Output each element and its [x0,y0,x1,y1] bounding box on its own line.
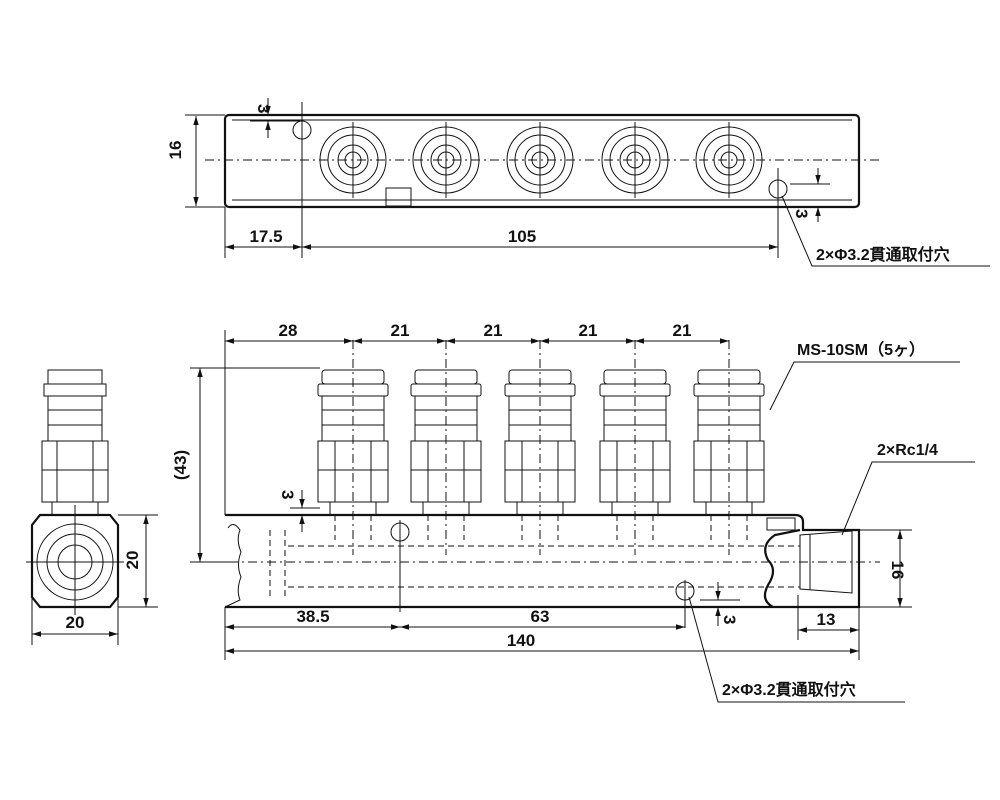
top-view-body [223,113,861,209]
top-mount-hole-left [292,120,312,140]
coupler-label: MS-10SM（5ヶ） [797,341,925,359]
top-coupler-5 [695,122,763,198]
top-hole-label: 2×Φ3.2貫通取付穴 [816,245,950,264]
dim-front-28: 28 [279,321,298,340]
front-view-body [225,513,861,609]
side-body [30,513,120,609]
dim-top-16: 16 [166,141,185,160]
front-coupler-3 [504,340,576,555]
dim-top-3: 3 [254,104,273,113]
dim-top-3-right: 3 [792,209,811,218]
top-coupler-3 [506,122,574,198]
front-coupler-2 [410,340,482,555]
front-coupler-4 [599,340,671,555]
dim-front-43: (43) [171,450,190,480]
dim-front-21-c: 21 [579,321,598,340]
dim-front-38-5: 38.5 [296,607,329,626]
dim-front-21-b: 21 [484,321,503,340]
front-rc-port [799,530,853,594]
top-coupler-2 [412,122,480,198]
dim-front-63: 63 [531,607,550,626]
dim-front-3-left: 3 [278,490,297,499]
top-view: 3 16 3 17.5 105 2×Φ3.2貫通取付穴 [166,98,990,267]
dim-front-3-bottom: 3 [720,615,739,624]
side-coupler [41,369,109,515]
dim-side-20-h: 20 [123,551,142,570]
dim-front-140: 140 [507,631,535,650]
dim-front-16: 16 [888,561,907,580]
front-view: 28 21 21 21 21 (43) 3 16 38.5 63 140 13 … [171,321,975,703]
top-mount-hole-right [768,179,788,199]
port-label: 2×Rc1/4 [877,442,938,459]
dim-front-13: 13 [817,610,836,629]
dim-top-17-5: 17.5 [249,227,282,246]
side-view: 20 20 [26,369,158,645]
dim-side-20-w: 20 [66,613,85,632]
front-hole-label: 2×Φ3.2貫通取付穴 [722,680,856,699]
front-coupler-5 [693,340,765,555]
dim-top-105: 105 [508,227,536,246]
front-coupler-1 [317,340,389,555]
dim-front-21-d: 21 [673,321,692,340]
top-coupler-1 [319,122,387,198]
top-coupler-4 [601,122,669,198]
dim-front-21-a: 21 [391,321,410,340]
